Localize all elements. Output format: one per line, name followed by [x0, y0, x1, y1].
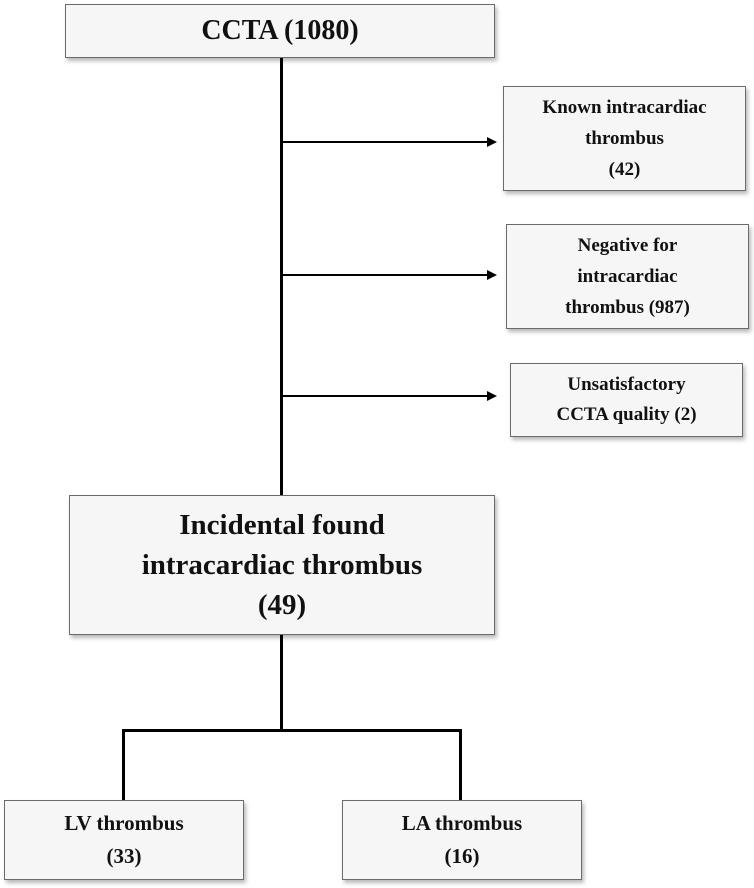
lower-trunk-line — [280, 635, 283, 731]
box-text-line: LV thrombus — [64, 811, 184, 835]
box-ccta-total: CCTA (1080) — [65, 4, 495, 58]
box-text-line: (16) — [444, 844, 480, 868]
branch-line-known — [282, 141, 487, 143]
box-unsatisfactory-quality: Unsatisfactory CCTA quality (2) — [510, 363, 743, 437]
main-trunk-line — [280, 58, 283, 495]
box-text-line: (33) — [106, 844, 142, 868]
split-left-drop — [122, 729, 125, 800]
box-text-line: LA thrombus — [401, 811, 523, 835]
box-text-line: Negative for — [577, 235, 678, 256]
branch-line-negative — [282, 274, 487, 276]
arrow-head-unsatisfactory — [487, 391, 497, 401]
box-known-thrombus: Known intracardiac thrombus (42) — [503, 86, 746, 191]
box-text-line: Known intracardiac — [542, 97, 707, 118]
box-incidental-thrombus: Incidental found intracardiac thrombus (… — [69, 495, 495, 635]
box-text-line: Incidental found — [179, 509, 385, 541]
box-text-line: CCTA (1080) — [201, 15, 359, 46]
box-lv-thrombus: LV thrombus (33) — [4, 800, 244, 880]
arrow-head-negative — [487, 270, 497, 280]
box-text-line: (42) — [608, 159, 641, 180]
box-text-line: intracardiac thrombus — [141, 549, 423, 581]
branch-line-unsatisfactory — [282, 395, 487, 397]
box-negative-thrombus: Negative for intracardiac thrombus (987) — [506, 224, 749, 329]
arrow-head-known — [487, 137, 497, 147]
box-text-line: intracardiac — [577, 266, 678, 287]
box-text-line: thrombus (987) — [565, 297, 690, 318]
box-text-line: (49) — [257, 589, 307, 621]
box-text-line: thrombus — [585, 128, 664, 149]
split-right-drop — [459, 729, 462, 800]
split-line — [122, 729, 462, 732]
box-la-thrombus: LA thrombus (16) — [342, 800, 582, 880]
box-text-line: Unsatisfactory — [567, 374, 686, 395]
box-text-line: CCTA quality (2) — [556, 404, 697, 425]
